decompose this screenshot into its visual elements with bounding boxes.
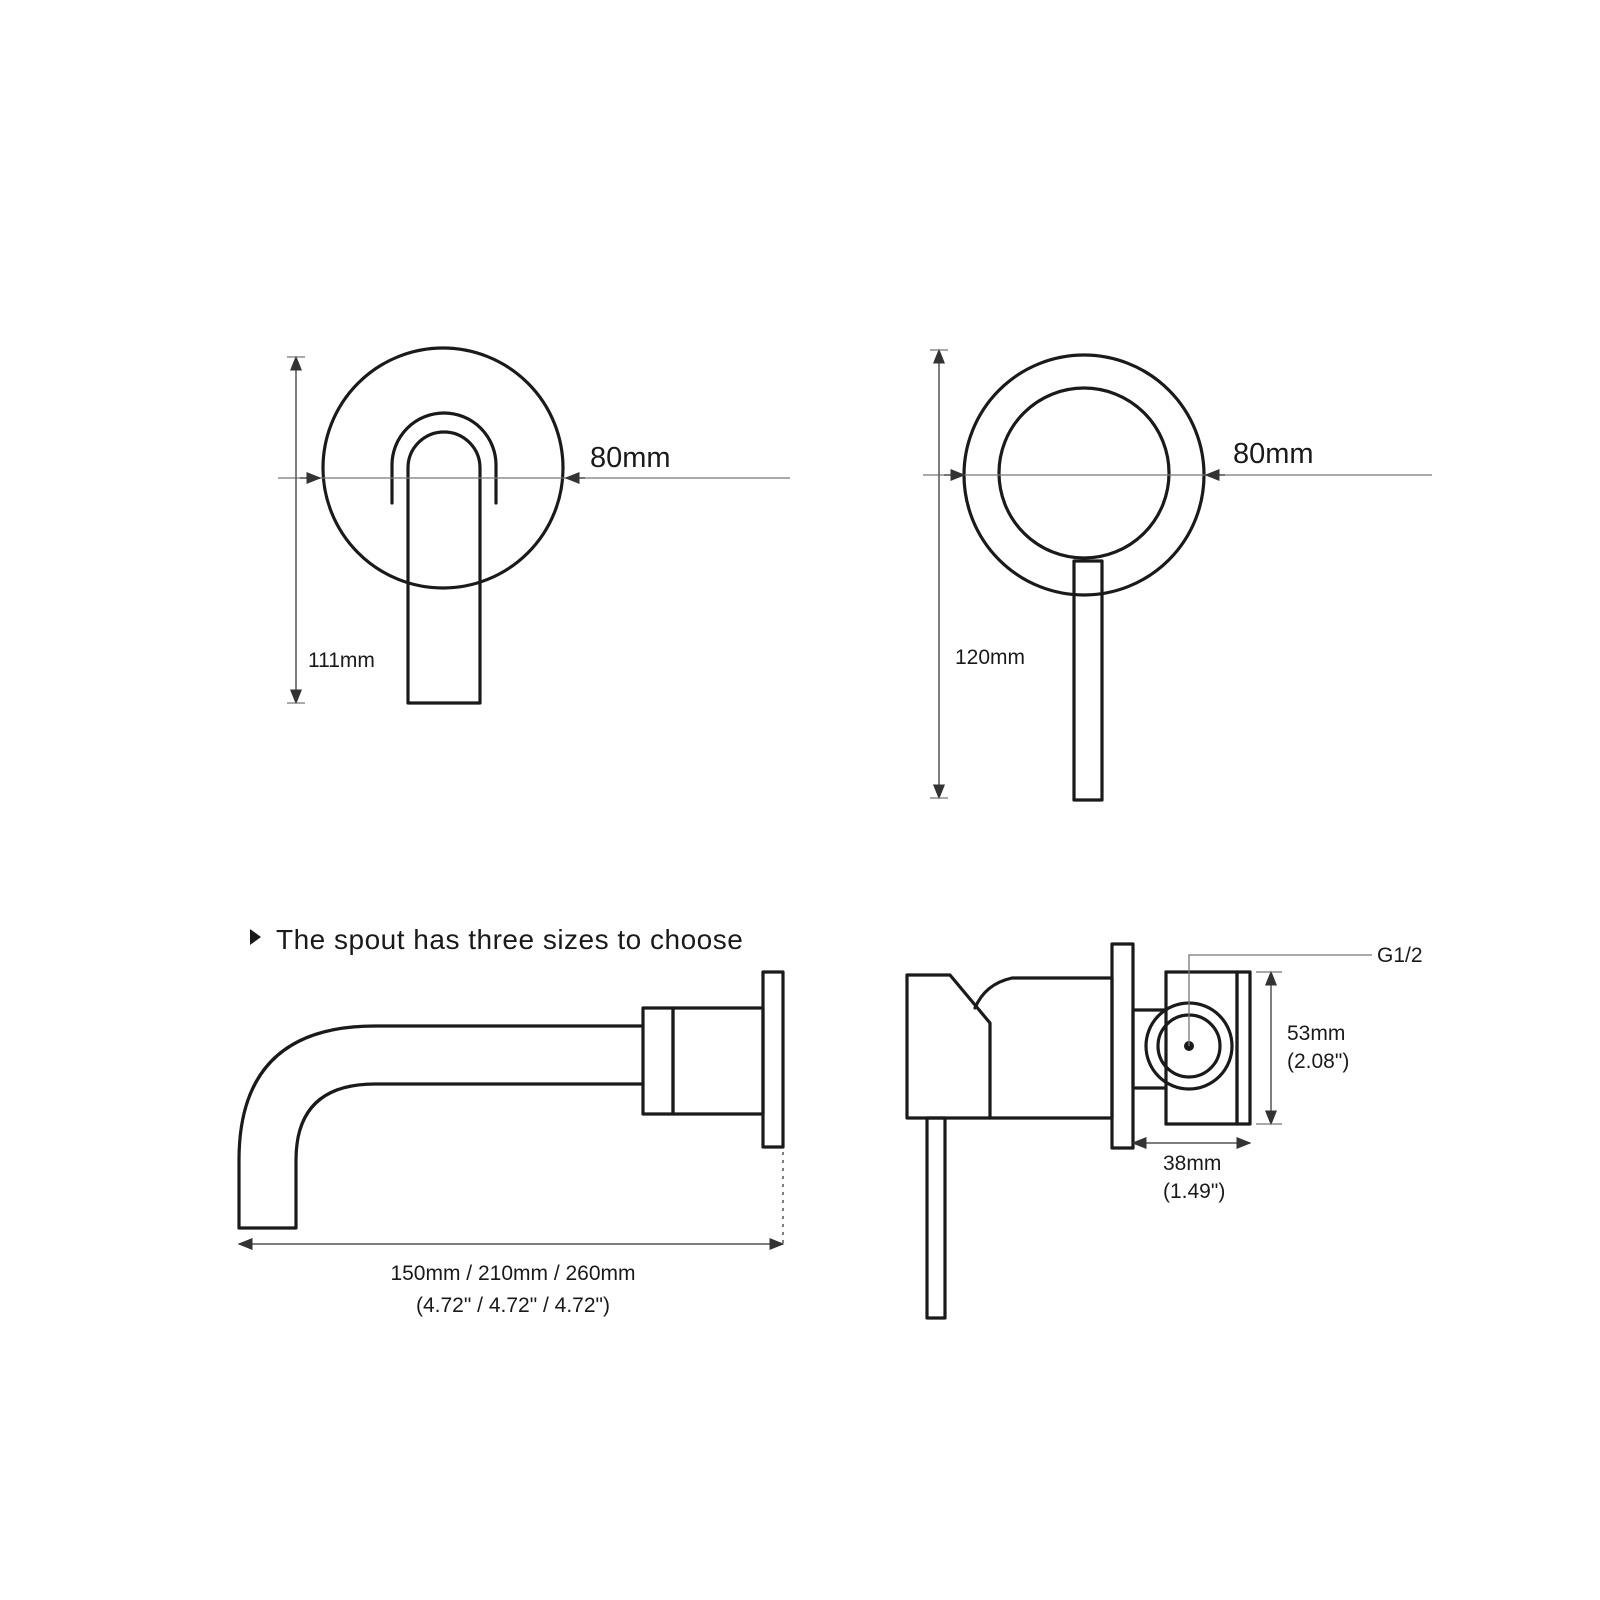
front-view-2-width-label: 80mm <box>1233 438 1314 470</box>
cover-plate <box>321 346 565 590</box>
cartridge-housing <box>1164 970 1239 1126</box>
lever-rod <box>925 1116 947 1320</box>
front-view-2-height-label: 120mm <box>955 646 1025 669</box>
valve-connector <box>1131 1008 1168 1090</box>
thread-leader-line <box>1188 954 1372 1046</box>
lever-head <box>905 973 992 1120</box>
handle-body <box>406 430 482 705</box>
spout-length-label: 150mm / 210mm / 260mm <box>390 1262 635 1285</box>
spout-sizes-note: The spout has three sizes to choose <box>276 924 743 955</box>
valve-depth-label-inches: (1.49") <box>1163 1180 1225 1203</box>
spout-wall-plate <box>761 970 785 1149</box>
lever-rod <box>1072 559 1104 802</box>
valve-height-label: 53mm <box>1287 1022 1345 1045</box>
spout-length-label-inches: (4.72" / 4.72" / 4.72") <box>416 1294 610 1317</box>
front-view-1-height-label: 111mm <box>308 649 375 672</box>
front-view-lever-wide: 80mm 111mm <box>278 346 790 705</box>
handle-collar <box>390 411 498 505</box>
spout-collar <box>641 1006 675 1116</box>
valve-wall-plate <box>1110 942 1135 1150</box>
valve-neck <box>973 976 1114 1120</box>
front-view-lever-thin: 80mm 120mm <box>923 348 1432 802</box>
valve-depth-label: 38mm <box>1163 1152 1221 1175</box>
thread-size-label: G1/2 <box>1377 944 1423 967</box>
bullet-triangle-icon <box>250 929 261 945</box>
inner-ring <box>997 386 1171 560</box>
front-view-1-width-label: 80mm <box>590 442 671 474</box>
spout-view: The spout has three sizes to choose 150m… <box>237 924 785 1317</box>
spout-tube <box>237 1024 645 1230</box>
valve-side-view: G1/2 53mm (2.08") 38mm (1.49") <box>905 942 1423 1320</box>
valve-height-label-inches: (2.08") <box>1287 1050 1349 1073</box>
spout-collar-ring <box>671 1006 765 1116</box>
housing-back-plate <box>1235 970 1252 1126</box>
